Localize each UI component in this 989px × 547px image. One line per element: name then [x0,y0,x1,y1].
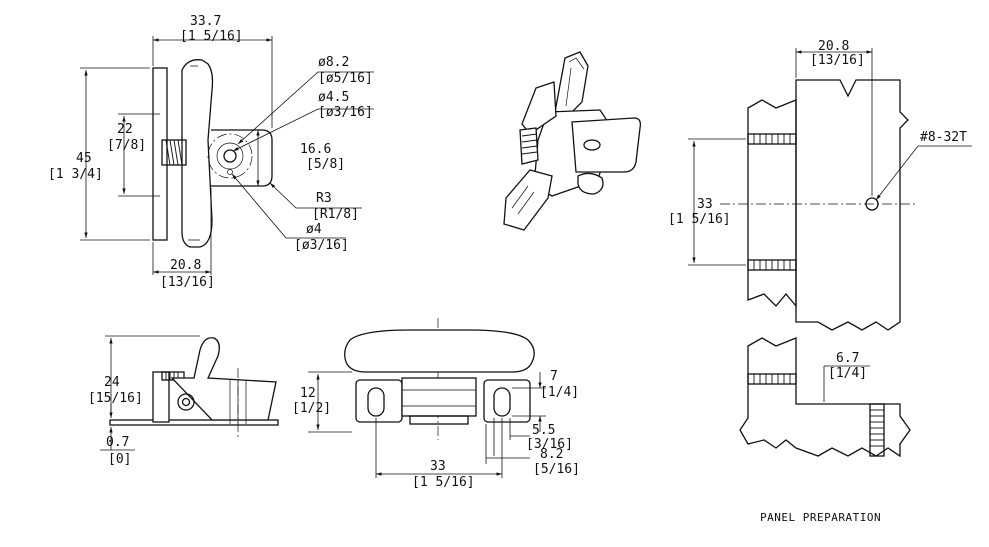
dim-slot-outer: 8.2 [540,447,563,462]
side-stud-block [152,371,170,423]
front-view: 33.7 [1 5/16] 45 [1 3/4] 22 [7/8] 20.8 [… [48,14,374,290]
dim-stud-proj: 6.7 [836,351,859,366]
side-hole-inner [181,397,191,407]
dim-radius-in: [R1/8] [312,207,359,222]
dim-base-thk: 0.7 [106,435,129,450]
front-stud-thread [161,139,187,166]
dim-hole-large: ø8.2 [318,55,349,70]
panel-preparation: 20.8 [13/16] #8-32T 33 [1 5/16] [668,39,972,524]
panel-lower-thread [747,373,797,385]
panel-lower-tap [869,403,885,457]
dim-panel-edge: 20.8 [818,39,849,54]
bottom-foot [409,415,469,425]
dim-base-width: 20.8 [170,258,201,273]
dim-base-width-in: [13/16] [160,275,215,290]
side-latch-body [170,337,277,421]
panel-upper-left [747,99,797,308]
panel-lower [739,337,911,458]
front-base-plate [152,67,168,241]
panel-thread-bottom [747,259,797,271]
side-view: 24 [15/16] 0.7 [0] [88,335,279,467]
front-knob-edge [188,65,200,241]
dim-body-height-in: [1/2] [292,401,331,416]
dim-slot-spacing-in: [1 5/16] [412,475,475,490]
bottom-knob [344,329,535,373]
bottom-view: 12 [1/2] 7 [1/4] 5.5 [3/16] 8.2 [5/16] 3… [292,318,580,490]
dim-base-thk-in: [0] [108,452,131,467]
bottom-center-block [401,377,477,417]
dim-side-height-in: [15/16] [88,391,143,406]
iso-tab [571,117,642,173]
dim-panel-spacing-in: [1 5/16] [668,212,731,227]
dim-slot-spacing: 33 [430,459,446,474]
front-hole-large [216,142,244,170]
isometric-view [503,51,642,231]
dim-hole-small-in: [ø3/16] [294,238,349,253]
front-hole-small [227,169,233,175]
iso-wing-upper [521,81,557,135]
dim-slot-height-in: [1/4] [540,385,579,400]
dim-hole-small: ø4 [306,222,322,237]
bottom-slot-right [493,387,511,417]
dim-width-total: 33.7 [190,14,221,29]
dim-tab-height-in: [5/8] [306,157,345,172]
dim-hole-mid-in: [ø3/16] [318,105,373,120]
side-base-plate [109,419,279,426]
front-hole-outer-ring [207,133,253,179]
panel-tapped-hole [865,197,879,211]
iso-roller [577,172,604,195]
dim-height-total-in: [1 3/4] [48,167,103,182]
dim-stud-height-in: [7/8] [107,138,146,153]
dim-hole-mid: ø4.5 [318,90,349,105]
dim-panel-spacing: 33 [697,197,713,212]
dim-slot-height: 7 [550,369,558,384]
dim-body-height: 12 [300,386,316,401]
dim-slot-width: 5.5 [532,423,555,438]
iso-knob-top [554,51,589,119]
dim-hole-large-in: [ø5/16] [318,71,373,86]
panel-upper-right [795,79,909,331]
bottom-slot-left [367,387,385,417]
front-knob [181,59,214,248]
dim-height-total: 45 [76,151,92,166]
dim-tab-height: 16.6 [300,142,331,157]
caption-panel-preparation: PANEL PREPARATION [760,511,881,524]
dim-width-total-in: [1 5/16] [180,29,243,44]
iso-hole [583,139,601,151]
front-tab [211,129,273,187]
dim-side-height: 24 [104,375,120,390]
dim-slot-outer-in: [5/16] [533,462,580,477]
dim-slot-width-in: [3/16] [526,437,573,452]
dim-radius: R3 [316,191,332,206]
dim-thread-spec: #8-32T [920,130,967,145]
panel-thread-top [747,133,797,145]
iso-stud [519,127,539,165]
dim-panel-edge-in: [13/16] [810,53,865,68]
dim-stud-height: 22 [117,122,133,137]
front-hole-mid [223,149,237,163]
side-hole-outer [177,393,195,411]
dim-stud-proj-in: [1/4] [828,366,867,381]
